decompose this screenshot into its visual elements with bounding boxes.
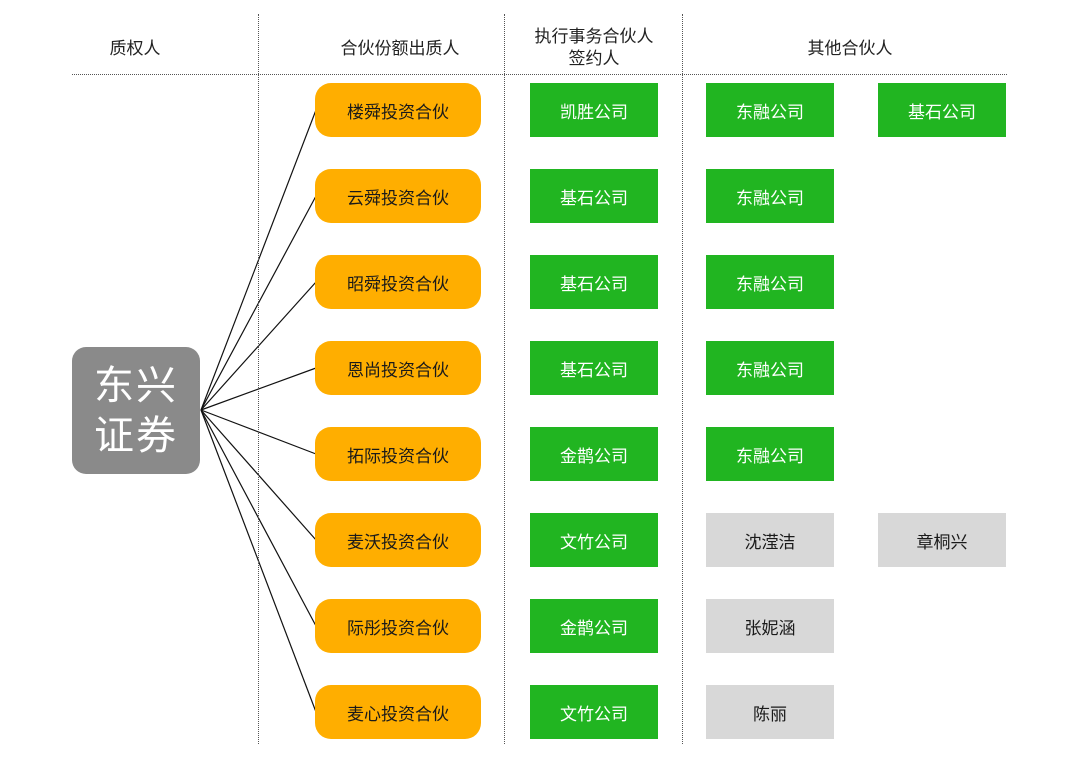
other-partner-person: 张妮涵 — [706, 599, 834, 653]
pledgor-partnership: 际彤投资合伙 — [315, 599, 481, 653]
pledgor-partnership: 拓际投资合伙 — [315, 427, 481, 481]
pledgor-partnership: 麦心投资合伙 — [315, 685, 481, 739]
pledgee-line2: 证券 — [94, 412, 178, 459]
gp-signatory: 凯胜公司 — [530, 83, 658, 137]
other-partner-person: 沈滢洁 — [706, 513, 834, 567]
gp-signatory: 金鹊公司 — [530, 427, 658, 481]
gp-signatory: 金鹊公司 — [530, 599, 658, 653]
header-pledgee: 质权人 — [109, 39, 161, 59]
gp-signatory: 基石公司 — [530, 169, 658, 223]
column-divider — [682, 14, 683, 744]
header-divider — [72, 74, 1007, 75]
header-gp-line1: 执行事务合伙人 — [534, 27, 654, 47]
other-partner-company: 东融公司 — [706, 427, 834, 481]
other-partner-company: 基石公司 — [878, 83, 1006, 137]
other-partner-person: 章桐兴 — [878, 513, 1006, 567]
gp-signatory: 基石公司 — [530, 255, 658, 309]
gp-signatory: 基石公司 — [530, 341, 658, 395]
other-partner-company: 东融公司 — [706, 169, 834, 223]
pledgor-partnership: 昭舜投资合伙 — [315, 255, 481, 309]
header-gp-line2: 签约人 — [568, 49, 620, 69]
other-partner-company: 东融公司 — [706, 255, 834, 309]
header-others: 其他合伙人 — [807, 39, 893, 59]
other-partner-company: 东融公司 — [706, 83, 834, 137]
header-gp: 执行事务合伙人 签约人 — [506, 26, 682, 70]
other-partner-company: 东融公司 — [706, 341, 834, 395]
pledgee-box: 东兴 证券 — [72, 347, 200, 474]
column-divider — [258, 14, 259, 744]
gp-signatory: 文竹公司 — [530, 685, 658, 739]
other-partner-person: 陈丽 — [706, 685, 834, 739]
pledgee-line1: 东兴 — [94, 362, 178, 409]
header-pledgor: 合伙份额出质人 — [340, 39, 460, 59]
pledgor-partnership: 麦沃投资合伙 — [315, 513, 481, 567]
pledgor-partnership: 恩尚投资合伙 — [315, 341, 481, 395]
pledgor-partnership: 楼舜投资合伙 — [315, 83, 481, 137]
gp-signatory: 文竹公司 — [530, 513, 658, 567]
pledgor-partnership: 云舜投资合伙 — [315, 169, 481, 223]
column-divider — [504, 14, 505, 744]
